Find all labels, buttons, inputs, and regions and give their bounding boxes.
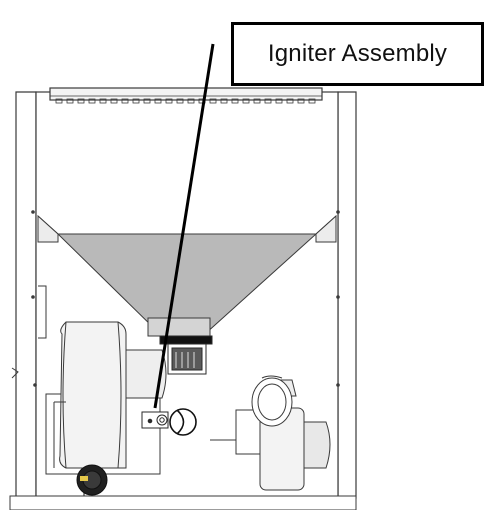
auger-motor [159,335,213,375]
rail-fastener [110,98,118,104]
combustion-blower [45,321,167,475]
rail-fastener [231,98,239,104]
burn-pot-port [169,408,197,436]
rail-fastener [264,98,272,104]
pressure-switch [76,464,108,498]
rail-fastener [154,98,162,104]
callout-label: Igniter Assembly [267,40,448,67]
base-rail [9,495,357,510]
rail-fastener [253,98,261,104]
rail-fastener [143,98,151,104]
rail-fastener [88,98,96,104]
rail-fastener [297,98,305,104]
convection-blower [210,375,331,491]
rail-fastener [187,98,195,104]
top-rail-fasteners [55,98,316,104]
rail-fastener [308,98,316,104]
callout-box: Igniter Assembly [231,22,484,86]
rail-fastener [99,98,107,104]
rail-fastener [55,98,63,104]
rail-fastener [176,98,184,104]
rail-fastener [132,98,140,104]
hopper [37,214,337,337]
rail-fastener [66,98,74,104]
rail-fastener [165,98,173,104]
rail-fastener [77,98,85,104]
rail-fastener [275,98,283,104]
left-panel [11,285,47,379]
rail-fastener [242,98,250,104]
side-fastener-dots [31,210,340,387]
rail-fastener [220,98,228,104]
rail-fastener [209,98,217,104]
rail-fastener [286,98,294,104]
rail-fastener [121,98,129,104]
igniter-assembly [141,411,169,429]
callout-leader-line [153,43,215,409]
